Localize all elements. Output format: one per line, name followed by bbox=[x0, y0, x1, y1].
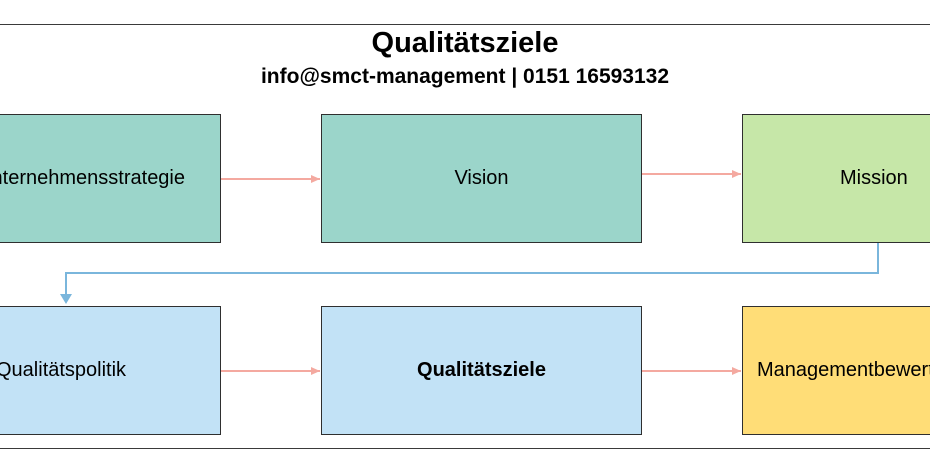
arrow-mission-to-politik bbox=[65, 243, 879, 296]
node-mission: Mission bbox=[742, 114, 930, 243]
node-unternehmensstrategie-label: Unternehmensstrategie bbox=[0, 167, 185, 189]
node-vision: Vision bbox=[321, 114, 642, 243]
node-vision-label: Vision bbox=[454, 167, 509, 189]
node-managementbewertung: Managementbewertung bbox=[742, 306, 930, 435]
frame-top-border bbox=[0, 24, 930, 25]
frame-bottom-border bbox=[0, 448, 930, 449]
node-qualitaetspolitik: Qualitätspolitik bbox=[0, 306, 221, 435]
node-managementbewertung-label: Managementbewertung bbox=[757, 359, 930, 381]
arrow-mission-to-politik-head bbox=[60, 294, 72, 304]
node-qualitaetsziele-label: Qualitätsziele bbox=[417, 359, 546, 381]
page-subtitle: info@smct-management | 0151 16593132 bbox=[260, 65, 670, 88]
node-unternehmensstrategie: Unternehmensstrategie bbox=[0, 114, 221, 243]
node-qualitaetsziele: Qualitätsziele bbox=[321, 306, 642, 435]
node-mission-label: Mission bbox=[840, 167, 908, 189]
page-title: Qualitätsziele bbox=[371, 27, 559, 59]
node-qualitaetspolitik-label: Qualitätspolitik bbox=[0, 359, 127, 381]
